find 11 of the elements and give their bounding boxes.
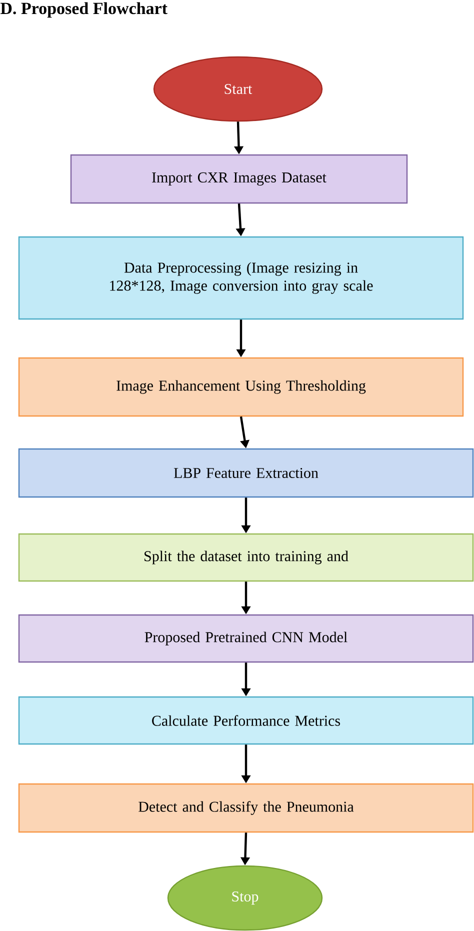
start-oval: Start [153, 56, 323, 122]
process-box: Image Enhancement Using Thresholding [18, 357, 464, 417]
heading: D. Proposed Flowchart [0, 2, 168, 18]
process-box: Proposed Pretrained CNN Model [18, 614, 474, 663]
process-box: Import CXR Images Dataset [70, 154, 408, 204]
process-box: Data Preprocessing (Image resizing in 128*128, Image conversion into gray scale [18, 236, 464, 320]
process-box: Calculate Performance Metrics [18, 696, 474, 745]
process-box: LBP Feature Extraction [18, 448, 474, 498]
stop-oval: Stop [167, 865, 323, 931]
process-box: Detect and Classify the Pneumonia [18, 783, 474, 833]
process-box: Split the dataset into training and [18, 533, 474, 582]
